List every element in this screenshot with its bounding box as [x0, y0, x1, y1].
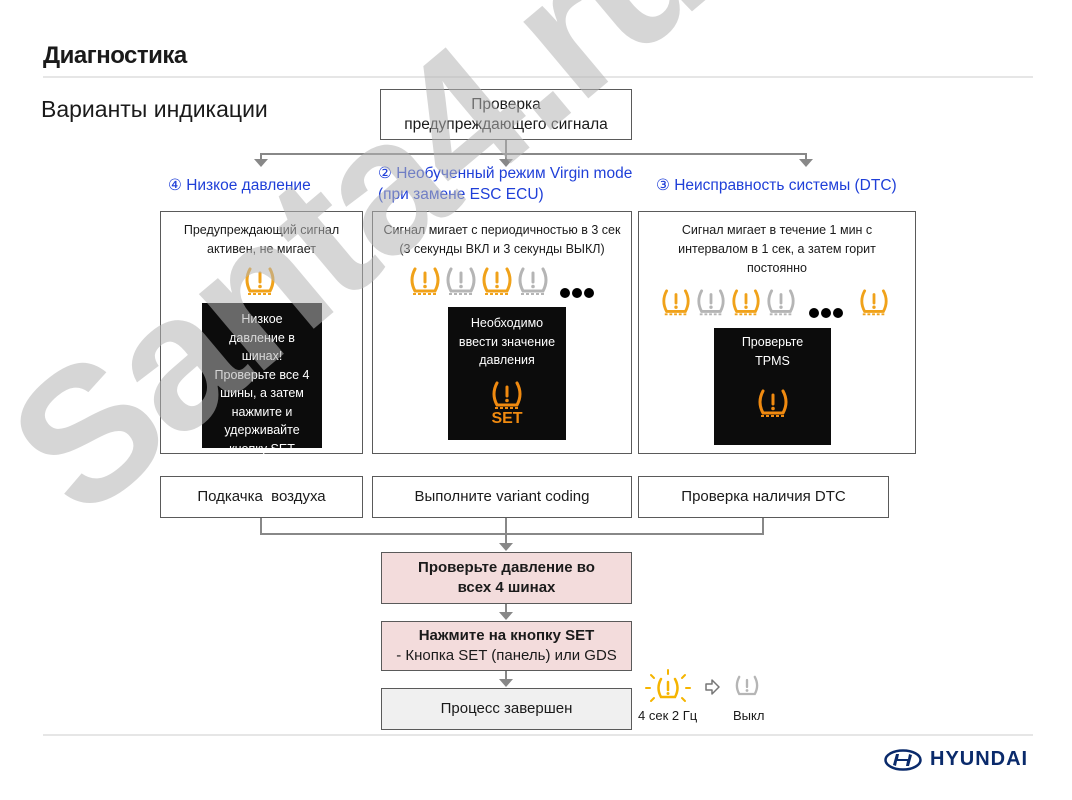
arrow-down-icon	[799, 159, 813, 167]
tire-pressure-warning-icon	[492, 381, 522, 409]
tire-pressure-off-icon	[767, 289, 795, 316]
tire-pressure-blink-icon	[645, 669, 691, 702]
arrow-down-icon	[499, 159, 513, 167]
panel-description: Сигнал мигает с периодичностью в 3 сек (…	[383, 223, 621, 256]
page-title: Диагностика	[43, 42, 187, 69]
panel-low-pressure: Предупреждающий сигнал активен, не мигае…	[160, 211, 363, 456]
connector-line	[260, 153, 806, 155]
display-screen: Низкое давление в шинах! Проверьте все 4…	[202, 303, 322, 456]
tire-pressure-off-icon	[735, 675, 759, 696]
column-label-dtc: ③ Неисправность системы (DTC)	[656, 177, 897, 194]
arrow-down-icon	[499, 679, 513, 687]
tire-pressure-off-icon	[446, 267, 476, 295]
connector-line	[505, 153, 507, 161]
hyundai-logo: HYUNDAI	[884, 748, 1028, 771]
tire-pressure-warning-icon	[245, 267, 275, 295]
tire-pressure-warning-icon	[482, 267, 512, 295]
step-complete: Процесс завершен	[381, 688, 632, 730]
check-signal-box: Проверка предупреждающего сигнала	[380, 89, 632, 140]
check-signal-text: Проверка предупреждающего сигнала	[404, 95, 608, 133]
column-label-low-pressure: ④ Низкое давление	[168, 177, 311, 194]
connector-line	[260, 153, 262, 161]
display-screen: Проверьте TPMS	[714, 328, 831, 445]
ellipsis-icon	[809, 308, 843, 318]
panel-virgin-mode: Сигнал мигает с периодичностью в 3 сек (…	[372, 211, 632, 454]
connector-line	[505, 140, 507, 154]
connector-line	[505, 518, 507, 544]
ellipsis-icon	[560, 288, 594, 298]
footer-divider	[43, 734, 1033, 736]
display-screen: Необходимо ввести значение давления SET	[448, 307, 566, 440]
arrow-right-icon	[705, 679, 720, 695]
connector-line	[505, 604, 507, 614]
tire-pressure-off-icon	[518, 267, 548, 295]
tire-pressure-warning-icon	[732, 289, 760, 316]
arrow-down-icon	[254, 159, 268, 167]
panel-description: Предупреждающий сигнал активен, не мигае…	[183, 223, 340, 256]
step-check-pressure: Проверьте давление во всех 4 шинах	[381, 552, 632, 604]
tire-pressure-warning-icon	[758, 389, 787, 417]
action-label: Выполните variant coding	[414, 488, 590, 505]
tire-pressure-warning-icon	[410, 267, 440, 295]
screen-message: Проверьте TPMS	[741, 335, 804, 368]
step-subtitle: - Кнопка SET (панель) или GDS	[396, 647, 617, 664]
tire-pressure-warning-icon	[662, 289, 690, 316]
hyundai-emblem-icon	[884, 748, 922, 771]
arrow-down-icon	[499, 612, 513, 620]
column-label-virgin-mode: ② Необученный режим Virgin mode (при зам…	[378, 165, 633, 203]
panel-dtc: Сигнал мигает в течение 1 мин с интервал…	[638, 211, 916, 454]
connector-line	[805, 153, 807, 161]
step-text: Процесс завершен	[440, 700, 573, 717]
connector-line	[505, 671, 507, 681]
brand-name: HYUNDAI	[930, 748, 1029, 770]
tire-pressure-off-icon	[697, 289, 725, 316]
connector-line	[762, 518, 764, 534]
action-box-variant-coding: Выполните variant coding	[372, 476, 632, 518]
panel-description: Сигнал мигает в течение 1 мин с интервал…	[678, 223, 876, 275]
header-divider	[43, 76, 1033, 78]
set-label: SET	[491, 409, 523, 427]
connector-line	[260, 533, 764, 535]
screen-message: Низкое давление в шинах! Проверьте все 4…	[214, 312, 310, 456]
action-box-inflate: Подкачка воздуха	[160, 476, 363, 518]
action-box-dtc-check: Проверка наличия DTC	[638, 476, 889, 518]
step-press-set: Нажмите на кнопку SET - Кнопка SET (пане…	[381, 621, 632, 671]
screen-message: Необходимо ввести значение давления	[458, 316, 556, 367]
step-text: Проверьте давление во всех 4 шинах	[418, 559, 595, 596]
action-label: Проверка наличия DTC	[681, 488, 846, 505]
legend-off-label: Выкл	[733, 708, 765, 723]
tire-pressure-warning-icon	[860, 289, 888, 316]
step-title: Нажмите на кнопку SET	[418, 627, 595, 644]
page-subtitle: Варианты индикации	[41, 96, 268, 122]
action-label: Подкачка воздуха	[197, 488, 326, 505]
arrow-down-icon	[499, 543, 513, 551]
connector-line	[260, 518, 262, 534]
legend-blink-label: 4 сек 2 Гц	[638, 708, 698, 723]
